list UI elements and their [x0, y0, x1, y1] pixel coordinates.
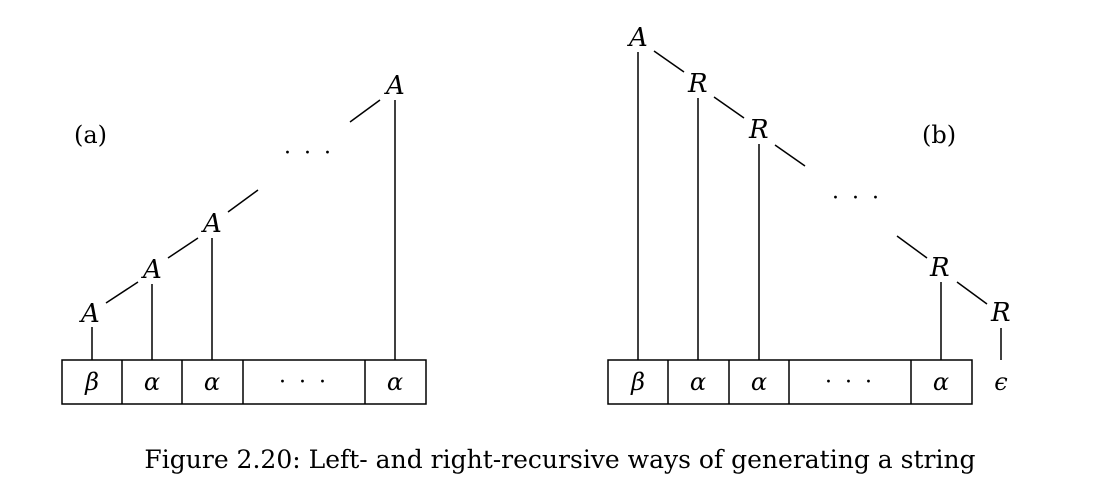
diagram-a-edge-3-dots	[227, 189, 259, 213]
diagram-b-label: (b)	[922, 121, 956, 149]
diagram-b-edge-r2-dots	[774, 144, 806, 167]
diagram-b-epsilon: ϵ	[994, 368, 1007, 396]
diagram-b-cell-alpha-2: α	[751, 368, 767, 396]
diagram-b-edge-r3-r4	[956, 281, 988, 305]
diagram-a-node-a1: A	[79, 299, 100, 329]
diagram-b-node-r2: R	[748, 115, 769, 145]
diagram-a-cell-alpha-3: α	[387, 368, 403, 396]
diagram-a: (a) A A A A · · · β α α · · · α	[61, 71, 427, 405]
diagram-b-ellipsis: · · ·	[832, 186, 882, 211]
diagram-b-cell-beta: β	[630, 368, 645, 396]
diagram-a-ellipsis: · · ·	[284, 141, 334, 166]
diagram-b-node-r3: R	[929, 253, 950, 283]
diagram-a-edge-2-3	[167, 237, 199, 259]
diagram-b: (b) A R R R R · · · β α α · · · α ϵ	[607, 23, 1011, 405]
diagram-b-cell-alpha-1: α	[690, 368, 706, 396]
diagram-a-node-a3: A	[201, 209, 222, 239]
diagram-b-edge-r1-r2	[713, 96, 745, 119]
diagram-a-cell-beta: β	[84, 368, 99, 396]
diagram-b-edge-dots-r3	[896, 235, 928, 259]
diagram-a-cell-alpha-2: α	[204, 368, 220, 396]
diagram-a-node-a2: A	[141, 255, 162, 285]
diagram-a-label: (a)	[74, 121, 107, 149]
diagram-a-edge-1-2	[105, 281, 139, 304]
diagram-b-node-r4: R	[990, 298, 1011, 328]
diagram-b-node-a: A	[627, 23, 648, 53]
diagram-a-cell-ellipsis: · · ·	[279, 370, 329, 395]
diagram-b-cell-ellipsis: · · ·	[825, 370, 875, 395]
figure-caption: Figure 2.20: Left- and right-recursive w…	[144, 445, 976, 474]
diagram-a-cell-alpha-1: α	[144, 368, 160, 396]
diagram-a-edge-dots-4	[349, 99, 381, 123]
diagram-a-string-box	[61, 359, 427, 405]
diagram-b-string-box	[607, 359, 973, 405]
diagram-b-edge-a-r1	[653, 50, 685, 73]
diagram-b-node-r1: R	[687, 69, 708, 99]
diagram-b-cell-alpha-3: α	[933, 368, 949, 396]
diagram-a-node-a4: A	[384, 71, 405, 101]
